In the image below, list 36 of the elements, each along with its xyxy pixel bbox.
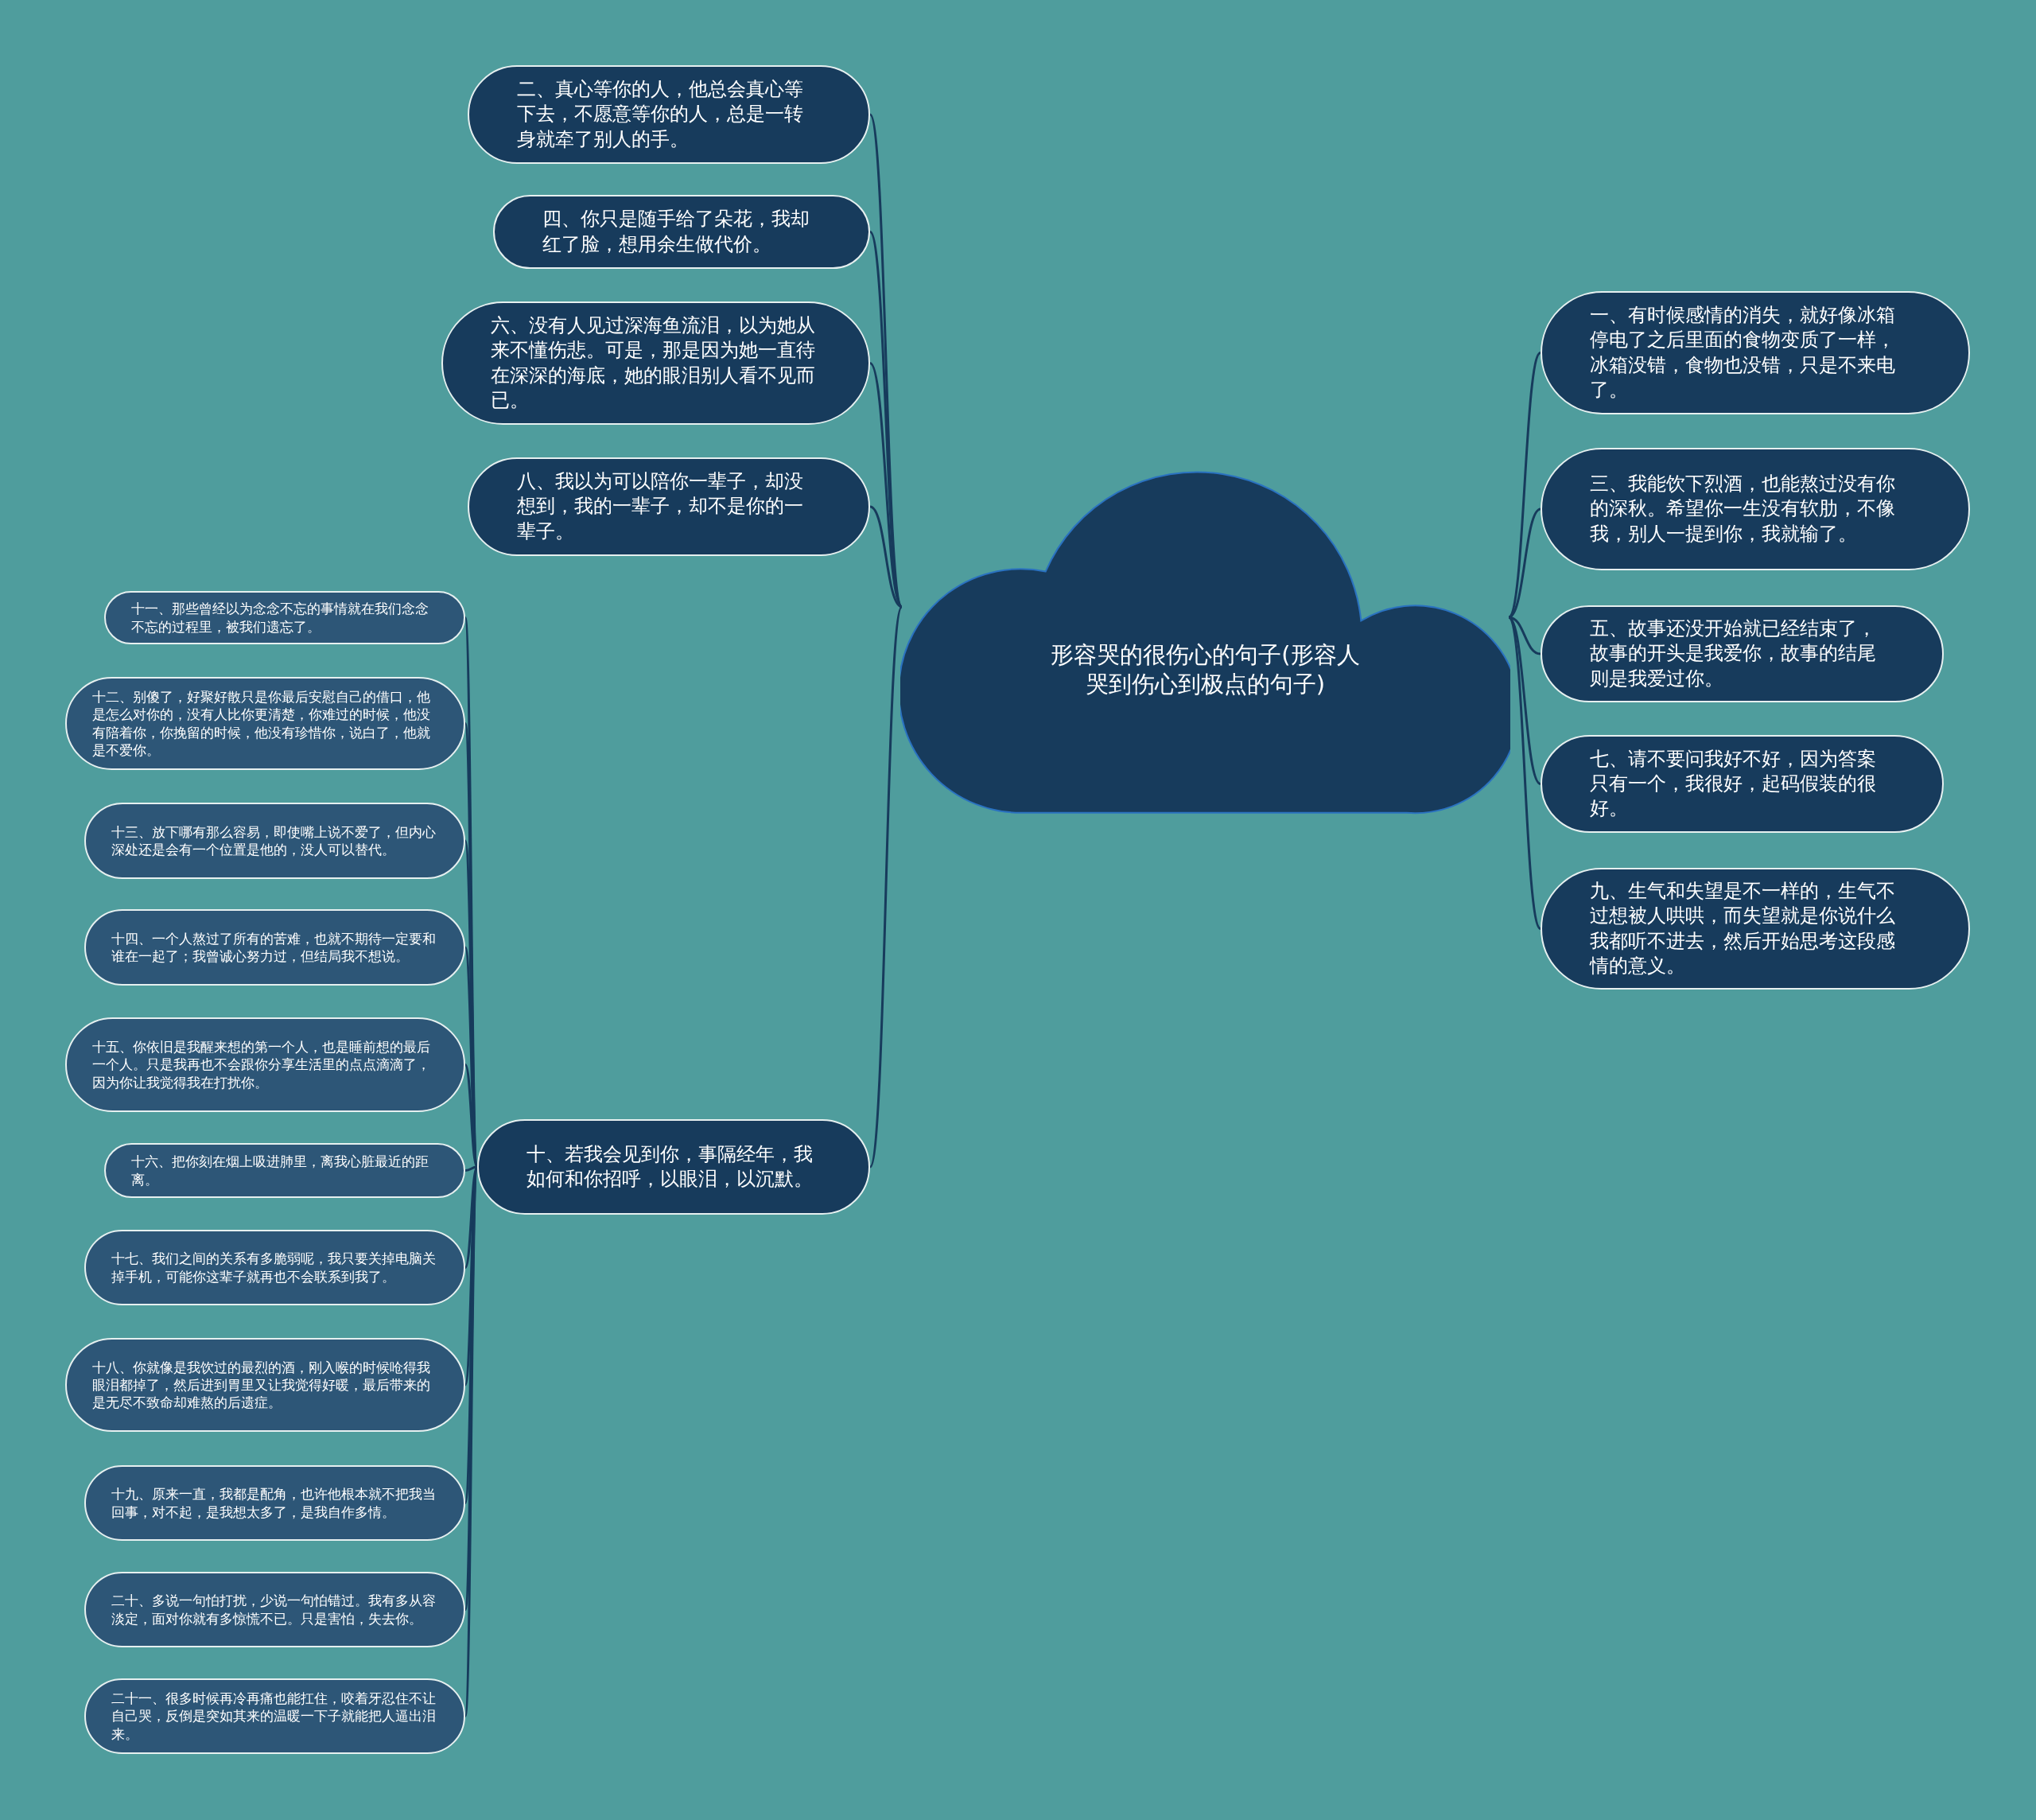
sub-topic-pill: [65, 1338, 465, 1432]
sub-topic-pill: [65, 677, 465, 770]
node-text: 二十一、很多时候再冷再痛也能扛住，咬着牙忍住不让自己哭，反倒是突如其来的温暖一下子就能把人逼出泪来。: [111, 1690, 437, 1743]
connector-line: [868, 606, 903, 1168]
node-text: 十二、别傻了，好聚好散只是你最后安慰自己的借口，他是怎么对你的，没有人比你更清楚，你难过的时候，他没有陪着你，你挽留的时候，他没有珍惜你，说白了，他就是不爱你。: [92, 688, 431, 759]
node-text: 八、我以为可以陪你一辈子，却没想到，我的一辈子，却不是你的一辈子。: [517, 469, 804, 544]
node-text: 十九、原来一直，我都是配角，也许他根本就不把我当回事，对不起，是我想太多了，是我自作多情。: [111, 1485, 437, 1521]
node-text: 三、我能饮下烈酒，也能熬过没有你的深秋。希望你一生没有软肋，不像我，别人一提到你，我就输了。: [1590, 472, 1896, 546]
connector-line: [1507, 352, 1542, 618]
node-text: 十一、那些曾经以为念念不忘的事情就在我们念念不忘的过程里，被我们遗忘了。: [131, 600, 429, 636]
node-text: 七、请不要问我好不好，因为答案只有一个，我很好，起码假装的很好。: [1590, 746, 1877, 822]
node-text: 十四、一个人熬过了所有的苦难，也就不期待一定要和谁在一起了；我曾诚心努力过，但结局我不想说。: [111, 929, 437, 966]
node-text: 四、你只是随手给了朵花，我却红了脸，想用余生做代价。: [542, 207, 810, 257]
topic-pill: [477, 1119, 870, 1215]
sub-topic-pill: [104, 591, 465, 644]
node-text: 十八、你就像是我饮过的最烈的酒，刚入喉的时候呛得我眼泪都掉了，然后进到胃里又让我觉得好暖，最后带来的是无尽不致命却难熬的后遗症。: [92, 1358, 431, 1412]
node-text: 二十、多说一句怕打扰，少说一句怕错过。我有多从容淡定，面对你就有多惊慌不已。只是害怕，失去你。: [111, 1592, 437, 1628]
node-text: 十六、把你刻在烟上吸进肺里，离我心脏最近的距离。: [131, 1153, 429, 1188]
sub-topic-pill: [84, 1230, 465, 1305]
node-text: 一、有时候感情的消失，就好像冰箱停电了之后里面的食物变质了一样，冰箱没错，食物也没错，只是不来电了。: [1590, 303, 1896, 402]
node-text: 十三、放下哪有那么容易，即使嘴上说不爱了，但内心深处还是会有一个位置是他的，没人可以替代。: [111, 822, 437, 859]
connector-line: [869, 505, 903, 609]
node-text: 十七、我们之间的关系有多脆弱呢，我只要关掉电脑关掉手机，可能你这辈子就再也不会联系到我了。: [111, 1250, 437, 1285]
sub-topic-pill: [84, 803, 465, 879]
node-text: 六、没有人见过深海鱼流泪，以为她从来不懂伤悲。可是，那是因为她一直待在深深的海底，她的眼泪别人看不见而已。: [491, 313, 816, 413]
node-text: 二、真心等你的人，他总会真心等下去，不愿意等你的人，总是一转身就牵了别人的手。: [517, 77, 804, 152]
sub-topic-pill: [84, 1678, 465, 1754]
node-text: 五、故事还没开始就已经结束了，故事的开头是我爱你，故事的结尾则是我爱过你。: [1590, 616, 1877, 691]
node-text: 形容哭的很伤心的句子(形容人哭到伤心到极点的句子): [1050, 640, 1361, 698]
node-text: 十、若我会见到你，事隔经年，我如何和你招呼，以眼泪，以沉默。: [526, 1141, 814, 1192]
connector-line: [1507, 616, 1542, 930]
node-text: 十五、你依旧是我醒来想的第一个人，也是睡前想的最后一个人。只是我再也不会跟你分享生活里的点点滴滴了，因为你让我觉得我在打扰你。: [92, 1038, 431, 1091]
sub-topic-pill: [84, 1465, 465, 1541]
node-text: 九、生气和失望是不一样的，生气不过想被人哄哄，而失望就是你说什么我都听不进去，然后开始思考这段感情的意义。: [1590, 879, 1896, 978]
sub-topic-pill: [84, 1572, 465, 1647]
sub-topic-pill: [84, 909, 465, 986]
